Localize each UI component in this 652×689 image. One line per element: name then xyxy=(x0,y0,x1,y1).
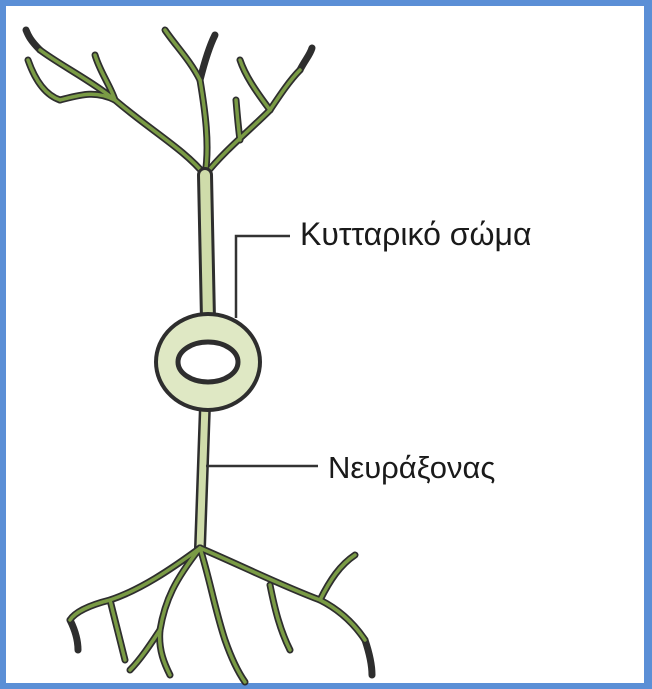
axon-label: Νευράξονας xyxy=(328,450,495,486)
cell-body-leader-line xyxy=(236,236,290,318)
axon xyxy=(200,405,205,548)
cell-body-label: Κυτταρικό σώμα xyxy=(300,216,531,253)
nucleus xyxy=(178,342,238,382)
dendrites xyxy=(26,30,312,175)
cell-body xyxy=(156,314,260,410)
axon-terminals xyxy=(70,548,372,682)
dendrite-trunk xyxy=(205,175,208,320)
